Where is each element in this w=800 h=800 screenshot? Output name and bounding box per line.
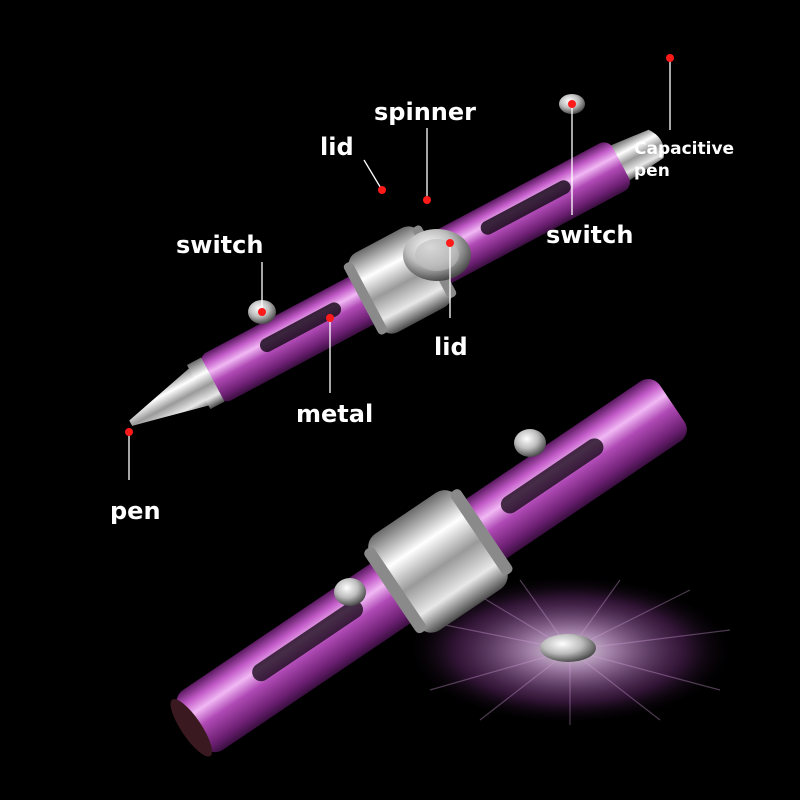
label-capacitive-line2: pen	[634, 161, 670, 182]
top-pen	[129, 94, 665, 426]
slot-window	[259, 302, 342, 353]
switch-button	[334, 578, 366, 606]
label-spinner: spinner	[374, 98, 476, 126]
marker-dots	[125, 54, 674, 436]
label-pen: pen	[110, 497, 161, 525]
marker-dot	[326, 314, 334, 322]
marker-dot	[378, 186, 386, 194]
label-lid-bottom: lid	[434, 333, 468, 361]
label-capacitive-line1: Capacitive	[634, 139, 735, 159]
marker-dot	[568, 100, 576, 108]
spinning-disc	[540, 634, 596, 662]
label-switch-right: switch	[546, 221, 634, 249]
marker-dot	[258, 308, 266, 316]
label-lid-top: lid	[320, 133, 354, 161]
marker-dot	[125, 428, 133, 436]
label-capacitive-pen: Capacitive pen	[634, 138, 734, 182]
barrel-end	[170, 699, 213, 757]
leader-lines	[128, 58, 671, 480]
marker-dot	[446, 239, 454, 247]
switch-button	[514, 429, 546, 457]
bottom-pen	[170, 379, 735, 757]
marker-dot	[666, 54, 674, 62]
slot-window	[500, 438, 604, 514]
slot-window	[480, 180, 571, 235]
slot-window	[252, 600, 364, 682]
label-metal: metal	[296, 400, 374, 428]
label-switch-left: switch	[176, 231, 264, 259]
marker-dot	[423, 196, 431, 204]
